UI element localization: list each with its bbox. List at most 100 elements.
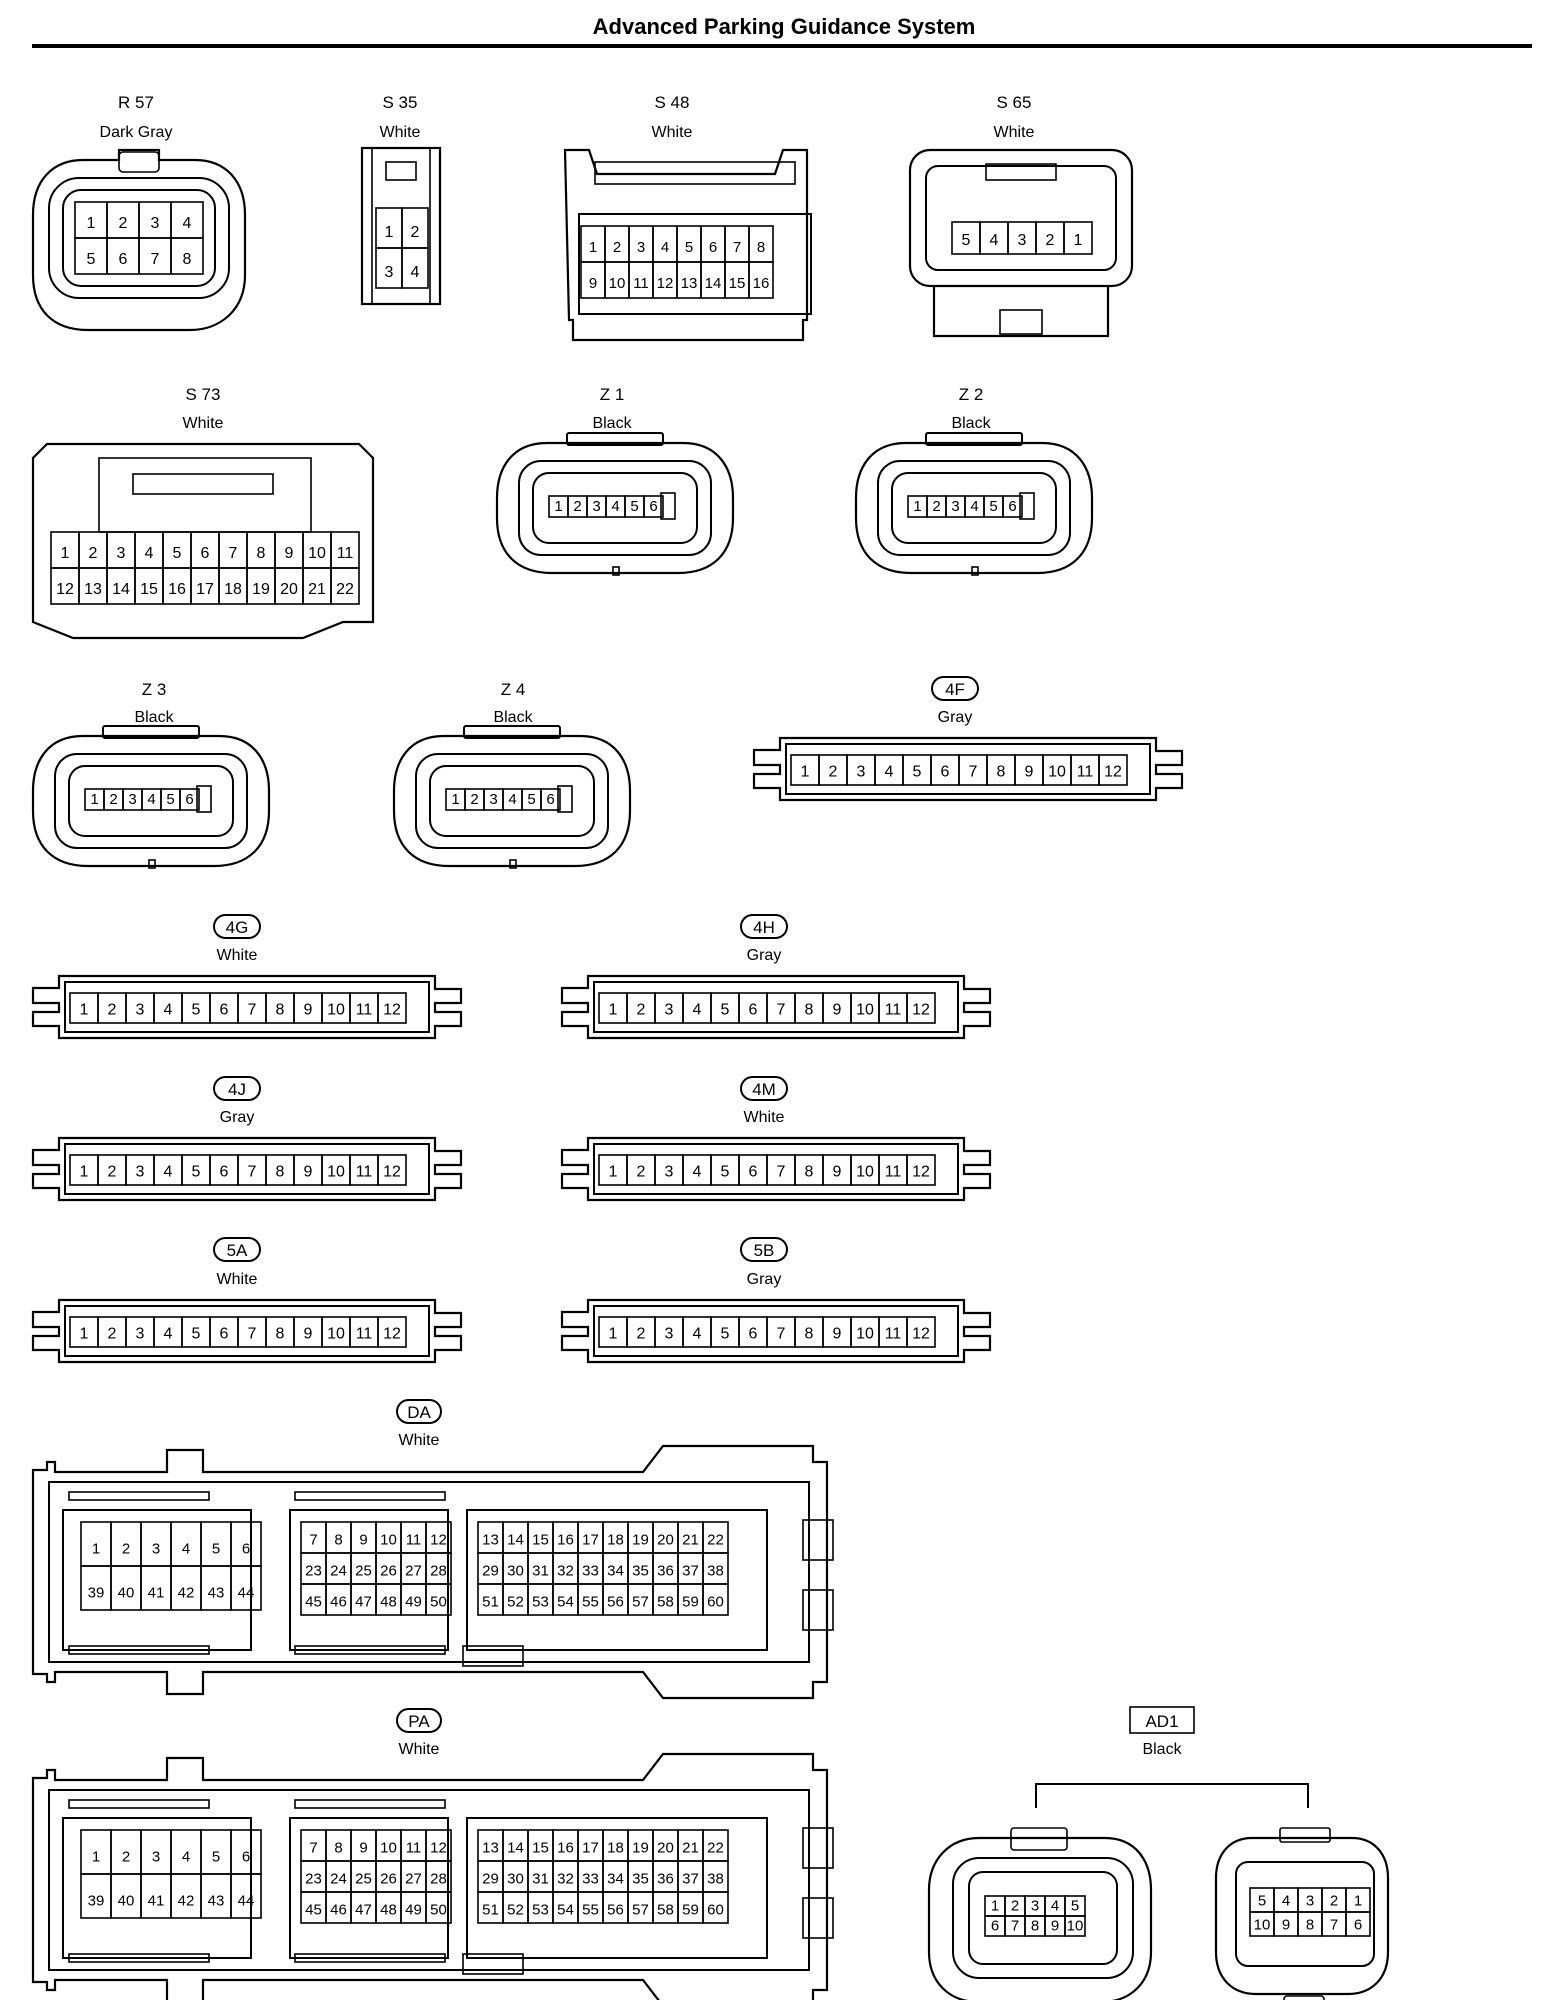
connector-housing — [563, 148, 809, 342]
pin-label: 31 — [532, 1870, 549, 1887]
connector-name: DA — [407, 1403, 431, 1422]
connector-color: White — [399, 1741, 440, 1758]
pin-label: 1 — [913, 498, 921, 515]
pin-label: 38 — [707, 1870, 724, 1887]
pin-label: 11 — [406, 1839, 422, 1856]
title-rule — [32, 44, 1532, 48]
connector-housing — [927, 1836, 1153, 2000]
connector-name: 4J — [228, 1080, 246, 1099]
pin-label: 1 — [1354, 1892, 1362, 1909]
pin-cell — [906, 1154, 936, 1186]
pin-label: 8 — [757, 239, 765, 256]
pin-label: 5 — [685, 239, 693, 256]
pin-label: 12 — [657, 275, 674, 292]
pin-label: 7 — [733, 239, 741, 256]
pin-label: 17 — [196, 581, 214, 598]
pin-label: 6 — [201, 545, 210, 562]
pin-label: 8 — [257, 545, 266, 562]
connector-name: 4H — [753, 918, 775, 937]
pin-label: 3 — [136, 1164, 145, 1181]
pin-label: 39 — [88, 1893, 105, 1910]
connector-inner — [593, 981, 959, 1033]
pin-label: 16 — [168, 581, 186, 598]
pin-label: 1 — [554, 498, 562, 515]
connector-inner — [891, 472, 1057, 544]
pin-label: 33 — [582, 1562, 599, 1579]
pin-cell — [702, 1891, 729, 1924]
pin-label: 47 — [355, 1901, 372, 1918]
pin-label: 6 — [242, 1541, 250, 1558]
pin-label: 7 — [309, 1531, 317, 1548]
pin-label: 12 — [912, 1326, 930, 1343]
pin-label: 53 — [532, 1901, 549, 1918]
connector-badge — [740, 914, 788, 939]
pin-label: 10 — [856, 1164, 874, 1181]
pin-block — [289, 1509, 449, 1651]
pin-label: 1 — [92, 1849, 100, 1866]
connector-latch — [132, 473, 274, 495]
pin-label: 11 — [885, 1326, 902, 1343]
connector-inner — [518, 460, 712, 556]
pin-label: 2 — [573, 498, 581, 515]
connector-housing — [908, 148, 1134, 288]
pin-label: 20 — [657, 1531, 674, 1548]
pin-label: 6 — [749, 1164, 758, 1181]
connector-badge — [213, 1076, 261, 1101]
pin-label: 12 — [912, 1002, 930, 1019]
pin-label: 1 — [609, 1164, 618, 1181]
pin-label: 8 — [805, 1326, 814, 1343]
connector-bracket — [1035, 1783, 1309, 1808]
pin-label: 15 — [532, 1839, 549, 1856]
pin-label: 7 — [1011, 1917, 1019, 1934]
pin-label: 20 — [657, 1839, 674, 1856]
connector-name: Z 2 — [959, 385, 984, 404]
pin-label: 2 — [637, 1164, 646, 1181]
pin-label: 8 — [997, 764, 1006, 781]
pin-label: 12 — [383, 1164, 401, 1181]
pin-label: 10 — [308, 545, 326, 562]
pin-label: 5 — [87, 251, 96, 268]
connector-color: White — [217, 1271, 258, 1288]
pin-label: 34 — [607, 1562, 624, 1579]
pin-cell — [1063, 221, 1093, 255]
connector-housing — [31, 1298, 463, 1364]
pin-label: 9 — [304, 1326, 313, 1343]
pin-label: 40 — [118, 1585, 135, 1602]
connector-latch — [118, 151, 160, 173]
pin-label: 9 — [1025, 764, 1034, 781]
connector-latch — [802, 1827, 834, 1869]
pin-label: 2 — [932, 498, 940, 515]
connector-latch — [566, 432, 664, 446]
connector-rib — [68, 1799, 210, 1809]
pin-label: 58 — [657, 1901, 674, 1918]
pin-cell — [906, 992, 936, 1024]
pin-label: 20 — [280, 581, 298, 598]
pin-label: 1 — [80, 1164, 89, 1181]
pin-cell — [377, 1154, 407, 1186]
pin-label: 25 — [355, 1870, 372, 1887]
pin-label: 11 — [1077, 764, 1094, 781]
pin-label: 21 — [682, 1839, 699, 1856]
pin-cell — [1345, 1911, 1371, 1937]
pin-label: 32 — [557, 1870, 574, 1887]
connector-color: White — [183, 415, 224, 432]
pin-label: 21 — [682, 1531, 699, 1548]
pin-label: 4 — [970, 498, 978, 515]
pin-label: 28 — [430, 1870, 447, 1887]
connector-color: Gray — [220, 1109, 255, 1126]
pin-label: 8 — [1306, 1916, 1314, 1933]
pin-label: 5 — [192, 1002, 201, 1019]
connector-housing — [31, 1444, 829, 1700]
pin-label: 11 — [406, 1531, 422, 1548]
pin-label: 11 — [633, 275, 649, 292]
connector-name: Z 4 — [501, 680, 526, 699]
pin-label: 2 — [470, 791, 478, 808]
pin-label: 4 — [990, 232, 999, 249]
pin-label: 49 — [405, 1901, 422, 1918]
